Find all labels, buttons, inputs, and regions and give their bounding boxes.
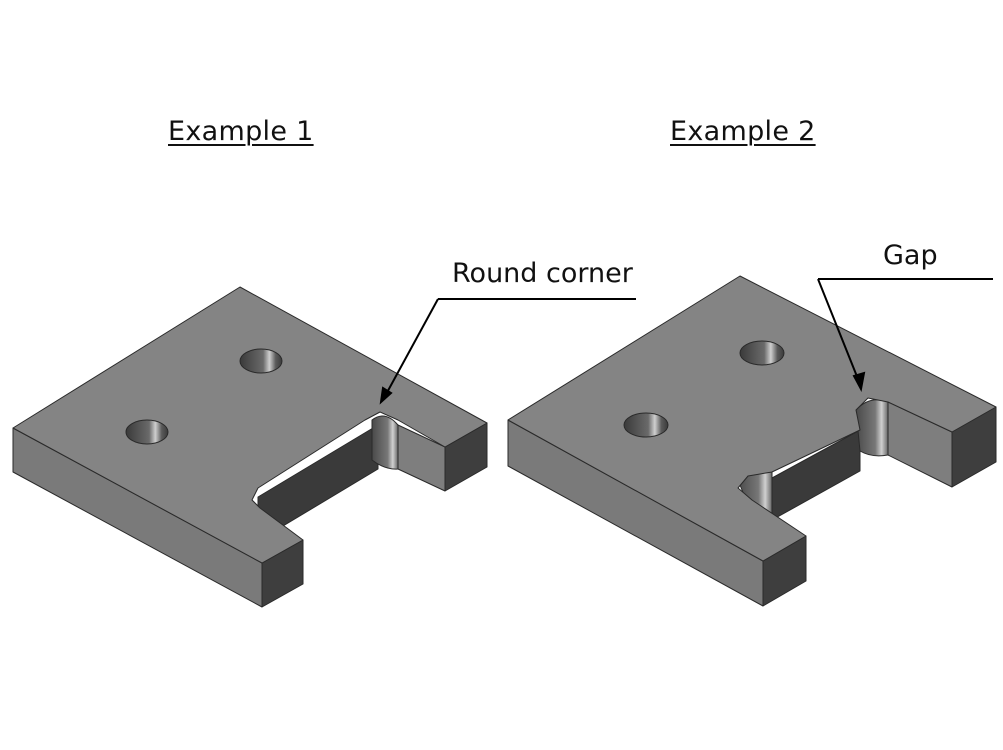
example-1-title: Example 1 — [168, 116, 314, 147]
gap-label: Gap — [883, 240, 938, 271]
example-2-title: Example 2 — [670, 116, 816, 147]
round-corner-leader — [379, 298, 636, 405]
round-corner-label: Round corner — [452, 258, 633, 289]
part-example-2 — [507, 275, 997, 607]
gap-leader — [817, 278, 993, 392]
part-example-1 — [12, 286, 488, 608]
